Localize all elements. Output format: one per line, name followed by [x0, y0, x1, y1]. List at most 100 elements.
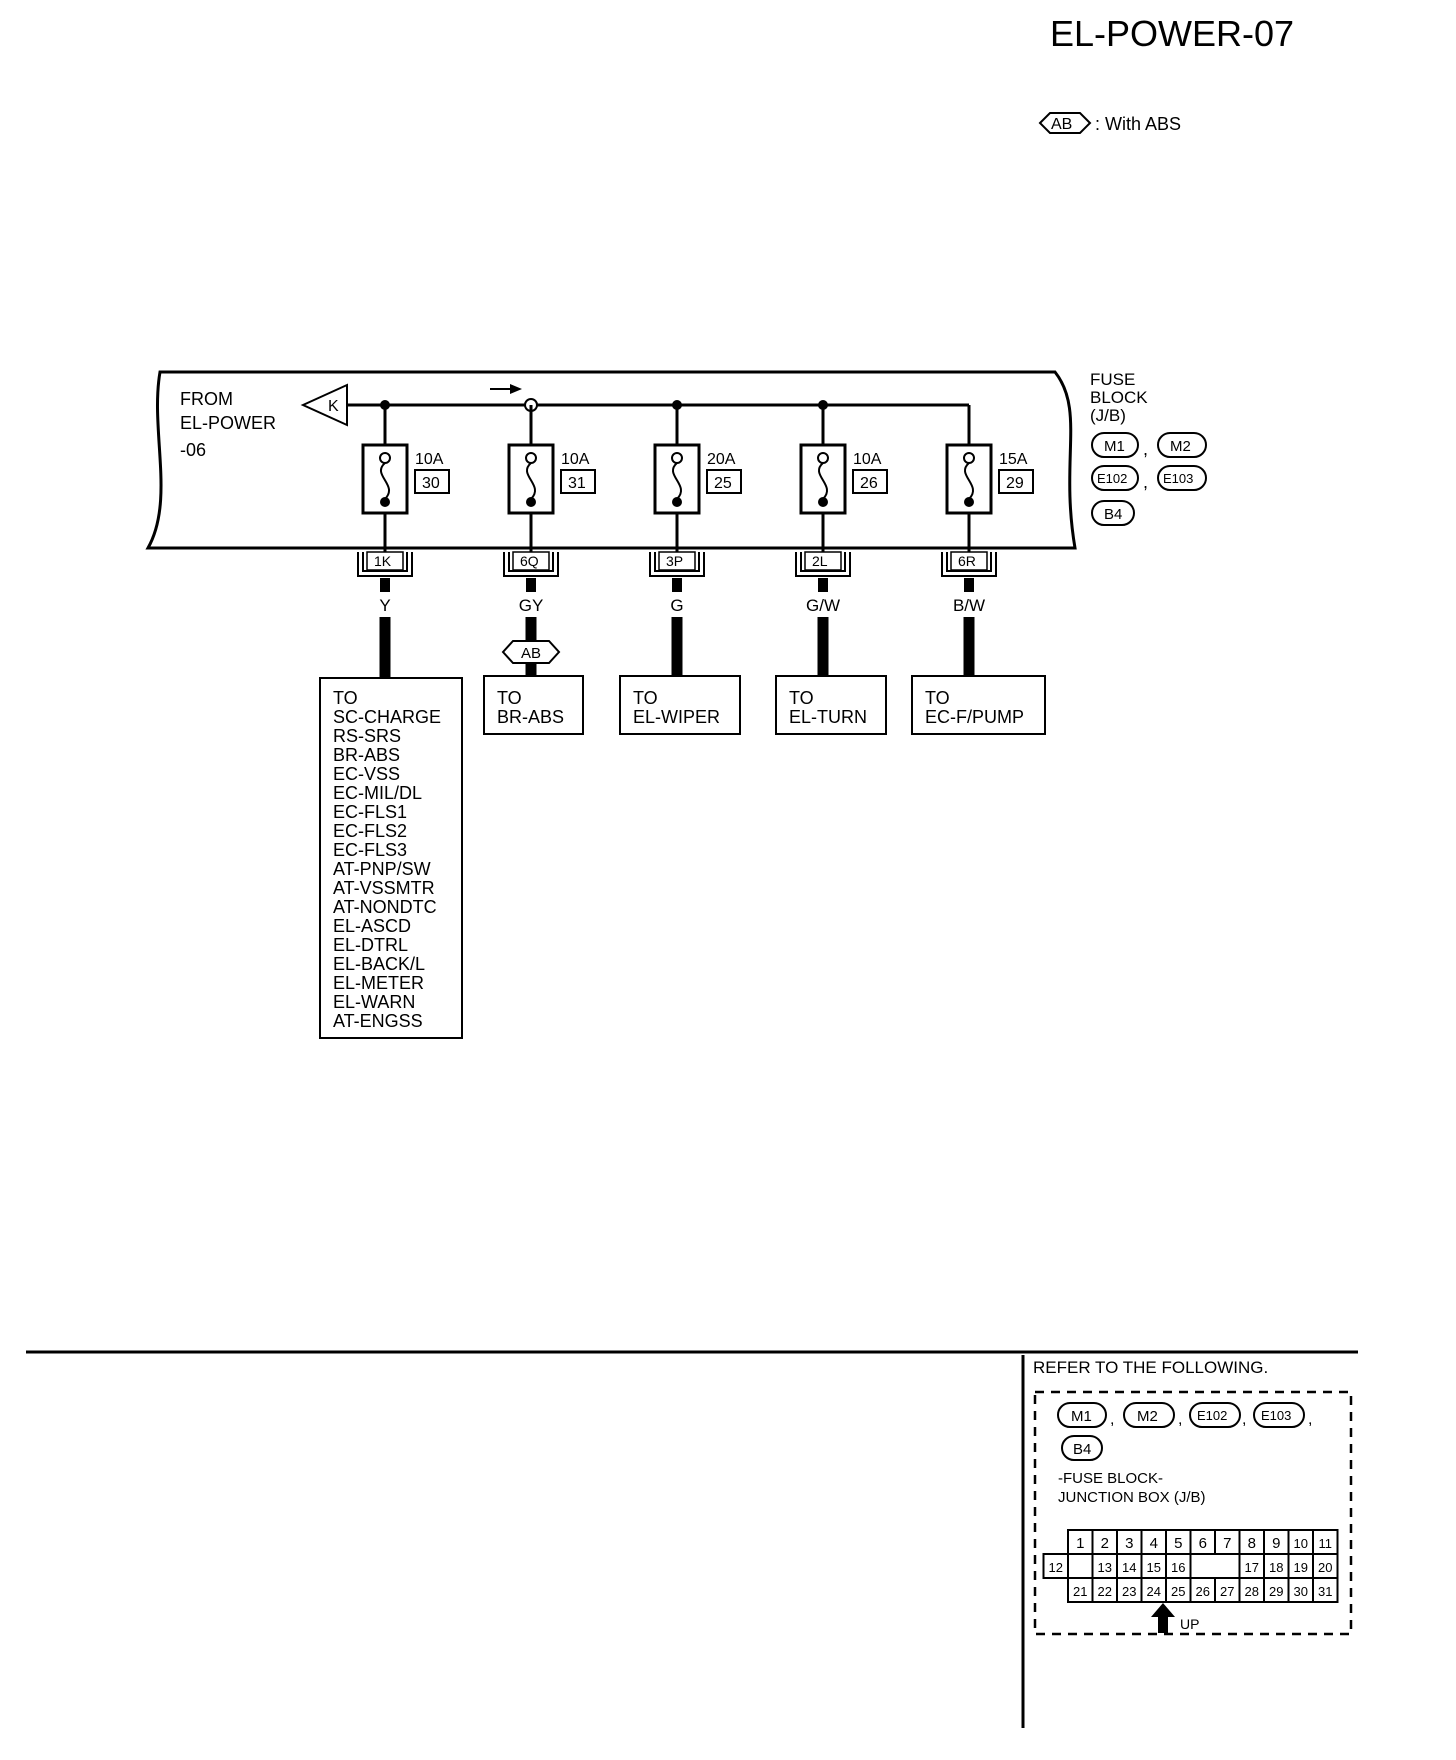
- connector-badge-e102: [1091, 465, 1139, 491]
- connector-bracket-inner: [362, 552, 408, 572]
- terminal-number: 27: [1220, 1584, 1234, 1599]
- connector-label-e102: E102: [1097, 471, 1127, 486]
- destination-line: EL-METER: [333, 973, 424, 993]
- connector-pin: [672, 578, 682, 592]
- terminal-number: 26: [1196, 1584, 1210, 1599]
- destination-line: EL-BACK/L: [333, 954, 425, 974]
- terminal-number: 10: [1294, 1536, 1308, 1551]
- refer-badge-m1: [1057, 1402, 1107, 1428]
- terminal-number: 7: [1223, 1535, 1231, 1552]
- refer-label-m1: M1: [1071, 1408, 1092, 1425]
- wire-color: G: [670, 596, 683, 615]
- destination-line: AT-ENGSS: [333, 1011, 423, 1031]
- fuse-element-icon: [817, 462, 829, 500]
- fuse-amperage: 10A: [853, 451, 882, 468]
- destination-line: EC-VSS: [333, 764, 400, 784]
- wire-color: GY: [519, 596, 544, 615]
- fuse-number-box: [852, 469, 888, 494]
- fuse-element-icon: [671, 462, 683, 500]
- refer-badge-e102: [1189, 1402, 1241, 1428]
- fuse-amperage: 15A: [999, 451, 1028, 468]
- from-arrow-letter: K: [328, 398, 339, 415]
- fuse-amperage: 10A: [561, 451, 590, 468]
- terminal-number: 12: [1049, 1560, 1063, 1575]
- refer-title: REFER TO THE FOLLOWING.: [1033, 1358, 1268, 1377]
- refer-caption-2: JUNCTION BOX (J/B): [1058, 1489, 1206, 1506]
- connector-label-box: [804, 551, 842, 571]
- terminal-number: 9: [1272, 1535, 1280, 1552]
- fuse-terminal-top: [817, 452, 829, 464]
- refer-label-e103: E103: [1261, 1408, 1291, 1423]
- terminal-number: 30: [1294, 1584, 1308, 1599]
- connector-badge-m1: [1091, 432, 1139, 458]
- terminal-number: 3: [1125, 1535, 1133, 1552]
- fuse-number: 29: [1006, 475, 1024, 492]
- connector-separator-1: ,: [1143, 439, 1148, 459]
- refer-badge-m2: [1123, 1402, 1175, 1428]
- from-line-3: -06: [180, 440, 206, 460]
- destination-line: AT-NONDTC: [333, 897, 437, 917]
- fuse-number: 31: [568, 475, 586, 492]
- up-arrow-icon: [1151, 1603, 1175, 1633]
- terminal-number: 6: [1199, 1535, 1207, 1552]
- from-label: FROM EL-POWER -06: [180, 389, 276, 460]
- connector-bracket: [649, 552, 705, 577]
- destination-line: TO: [497, 688, 522, 708]
- page-title: EL-POWER-07: [1050, 13, 1294, 54]
- refer-dashed-box: [1033, 1390, 1353, 1636]
- destination-box: [319, 677, 463, 1039]
- destination-line: SC-CHARGE: [333, 707, 441, 727]
- fuse-element-icon: [525, 462, 537, 500]
- connector-bracket: [503, 552, 559, 577]
- destination-line: EL-WIPER: [633, 707, 720, 727]
- connector-label-box: [366, 551, 404, 571]
- connector-bracket-inner: [800, 552, 846, 572]
- connector-label-box: [950, 551, 988, 571]
- connector-pin: [818, 578, 828, 592]
- refer-separator-4: ,: [1308, 1411, 1312, 1428]
- wire-color: B/W: [953, 596, 985, 615]
- connector-pin: [526, 578, 536, 592]
- fuse-number: 30: [422, 475, 440, 492]
- terminal-number: 23: [1122, 1584, 1136, 1599]
- legend-text: : With ABS: [1095, 114, 1181, 134]
- destination-line: EC-FLS2: [333, 821, 407, 841]
- terminal-number: 2: [1101, 1535, 1109, 1552]
- connector-bracket: [795, 552, 851, 577]
- terminal-number: 31: [1318, 1584, 1332, 1599]
- connector-label-b4: B4: [1104, 506, 1122, 523]
- fuse-terminal-top: [963, 452, 975, 464]
- terminal-number: 17: [1245, 1560, 1259, 1575]
- ab-badge-icon: [1038, 112, 1092, 134]
- wire-badge-text: AB: [521, 645, 541, 662]
- destination-line: TO: [333, 688, 358, 708]
- connector-id: 2L: [812, 553, 828, 569]
- connector-pin: [964, 578, 974, 592]
- connector-separator-2: ,: [1143, 472, 1148, 492]
- terminal-number: 21: [1073, 1584, 1087, 1599]
- terminal-cell: [1312, 1577, 1339, 1603]
- connector-label-e103: E103: [1163, 471, 1193, 486]
- destination-line: EL-TURN: [789, 707, 867, 727]
- terminal-number: 1: [1076, 1535, 1084, 1552]
- fuse-terminal-bottom: [964, 497, 974, 507]
- refer-caption-1: -FUSE BLOCK-: [1058, 1470, 1163, 1487]
- fuse-terminal-bottom: [672, 497, 682, 507]
- refer-panel: REFER TO THE FOLLOWING. M1 , M2 , E102 ,…: [1033, 1358, 1353, 1636]
- destination-box: [775, 675, 887, 735]
- terminal-number: 19: [1294, 1560, 1308, 1575]
- up-label: UP: [1180, 1616, 1199, 1632]
- terminal-number: 18: [1269, 1560, 1283, 1575]
- refer-badge-e103: [1253, 1402, 1305, 1428]
- terminal-cell: [1042, 1553, 1069, 1579]
- terminal-number: 24: [1147, 1584, 1161, 1599]
- destination-line: TO: [925, 688, 950, 708]
- from-line-2: EL-POWER: [180, 413, 276, 433]
- from-line-1: FROM: [180, 389, 233, 409]
- fuse-number-box: [998, 469, 1034, 494]
